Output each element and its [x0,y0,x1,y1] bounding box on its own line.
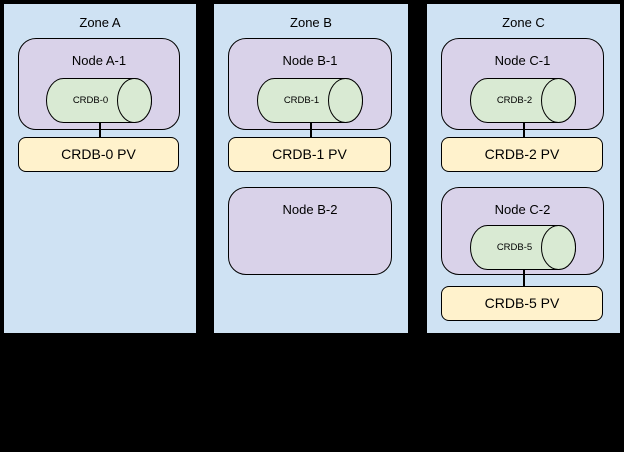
connector-crdb-1-to-pv [310,122,312,139]
node-c-2-box: Node C-2 CRDB-5 [441,187,604,275]
zone-c: Zone C Node C-1 CRDB-2 CRDB-2 PV Node C-… [425,2,622,335]
cylinder-crdb-2: CRDB-2 [469,78,576,123]
cylinder-crdb-0-label: CRDB-0 [73,95,108,106]
zone-b-title: Zone B [290,15,332,30]
cylinder-crdb-5: CRDB-5 [469,225,576,270]
node-c-1-box: Node C-1 CRDB-2 [441,38,604,130]
cylinder-crdb-2-label: CRDB-2 [496,95,531,106]
connector-crdb-5-to-pv [522,270,525,288]
pv-crdb-0-box: CRDB-0 PV [18,137,179,172]
connector-crdb-2-to-pv [522,122,525,139]
cylinder-crdb-1-label: CRDB-1 [284,95,319,106]
node-c-2-label: Node C-2 [494,202,551,217]
pv-crdb-2-box: CRDB-2 PV [441,137,603,172]
node-b-2-box: Node B-2 [228,187,392,275]
node-b-1-box: Node B-1 CRDB-1 [228,38,392,130]
zone-a: Zone A Node A-1 CRDB-0 CRDB-0 PV [2,2,198,335]
connector-crdb-0-to-pv [99,122,101,139]
node-b-1-label: Node B-1 [282,53,338,68]
node-a-1-box: Node A-1 CRDB-0 [18,38,180,130]
pv-crdb-5-box: CRDB-5 PV [441,286,603,321]
zone-b: Zone B Node B-1 CRDB-1 CRDB-1 PV Node B-… [212,2,410,335]
cylinder-crdb-5-label: CRDB-5 [496,242,531,253]
node-a-1-label: Node A-1 [71,53,127,68]
cylinder-crdb-1: CRDB-1 [257,78,363,123]
zone-a-title: Zone A [79,15,121,30]
node-b-2-label: Node B-2 [282,202,338,217]
cylinder-crdb-0: CRDB-0 [46,78,152,123]
pv-crdb-1-box: CRDB-1 PV [228,137,391,172]
node-c-1-label: Node C-1 [494,53,551,68]
zone-c-title: Zone C [502,15,545,30]
